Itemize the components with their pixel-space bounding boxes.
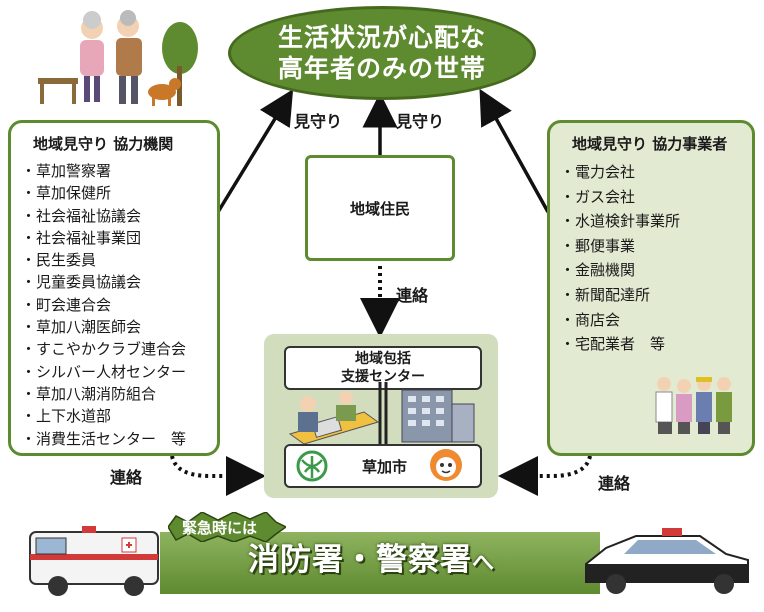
list-item: ・社会福祉協議会	[21, 205, 207, 227]
residents-label: 地域住民	[350, 198, 410, 219]
target-title-line2: 高年者のみの世帯	[278, 53, 486, 84]
list-item: ・すこやかクラブ連合会	[21, 338, 207, 360]
list-item: ・郵便事業	[560, 234, 742, 259]
dotted-right-to-center	[518, 456, 590, 476]
city-emblem-icon	[296, 450, 328, 482]
list-item: ・シルバー人材センター	[21, 361, 207, 383]
list-item: ・宅配業者 等	[560, 332, 742, 357]
list-item: ・上下水道部	[21, 405, 207, 427]
list-item: ・町会連合会	[21, 294, 207, 316]
list-item: ・新聞配達所	[560, 283, 742, 308]
police-car-illustration	[576, 520, 756, 596]
left-box-title: 地域見守り 協力機関	[33, 133, 207, 154]
elderly-couple-illustration	[30, 8, 200, 112]
list-item: ・児童委員協議会	[21, 271, 207, 293]
target-title-line1: 生活状況が心配な	[278, 22, 486, 53]
right-box-title: 地域見守り 協力事業者	[572, 133, 742, 154]
city-mascot-icon	[428, 447, 464, 485]
list-item: ・草加八潮医師会	[21, 316, 207, 338]
support-center-illustration	[284, 382, 482, 444]
list-item: ・社会福祉事業団	[21, 227, 207, 249]
contact-label-center: 連絡	[396, 282, 428, 306]
list-item: ・電力会社	[560, 160, 742, 185]
arrow-left-to-top	[218, 104, 284, 212]
emergency-target-label: 消防署・警察署へ	[248, 534, 495, 579]
local-residents-box: 地域住民	[305, 155, 455, 261]
workers-illustration	[652, 372, 742, 436]
list-item: ・草加保健所	[21, 182, 207, 204]
list-item: ・消費生活センター 等	[21, 428, 207, 450]
watch-label-right: 見守り	[396, 108, 444, 132]
contact-label-left: 連絡	[110, 464, 142, 488]
ambulance-illustration	[22, 518, 172, 598]
watch-label-left: 見守り	[294, 108, 342, 132]
list-item: ・草加警察署	[21, 160, 207, 182]
dotted-left-to-center	[172, 456, 246, 476]
emergency-when-label: 緊急時には	[182, 517, 257, 538]
list-item: ・草加八潮消防組合	[21, 383, 207, 405]
list-item: ・民生委員	[21, 249, 207, 271]
list-item: ・金融機関	[560, 258, 742, 283]
list-item: ・水道検針事業所	[560, 209, 742, 234]
list-item: ・商店会	[560, 308, 742, 333]
list-item: ・ガス会社	[560, 185, 742, 210]
city-label: 草加市	[362, 456, 407, 477]
target-household-ellipse: 生活状況が心配な 高年者のみの世帯	[228, 6, 536, 100]
center-title-line1: 地域包括	[355, 350, 411, 368]
cooperating-organizations-box: 地域見守り 協力機関 ・草加警察署 ・草加保健所 ・社会福祉協議会 ・社会福祉事…	[8, 120, 220, 456]
contact-label-right: 連絡	[598, 470, 630, 494]
arrow-right-to-top	[488, 104, 548, 212]
